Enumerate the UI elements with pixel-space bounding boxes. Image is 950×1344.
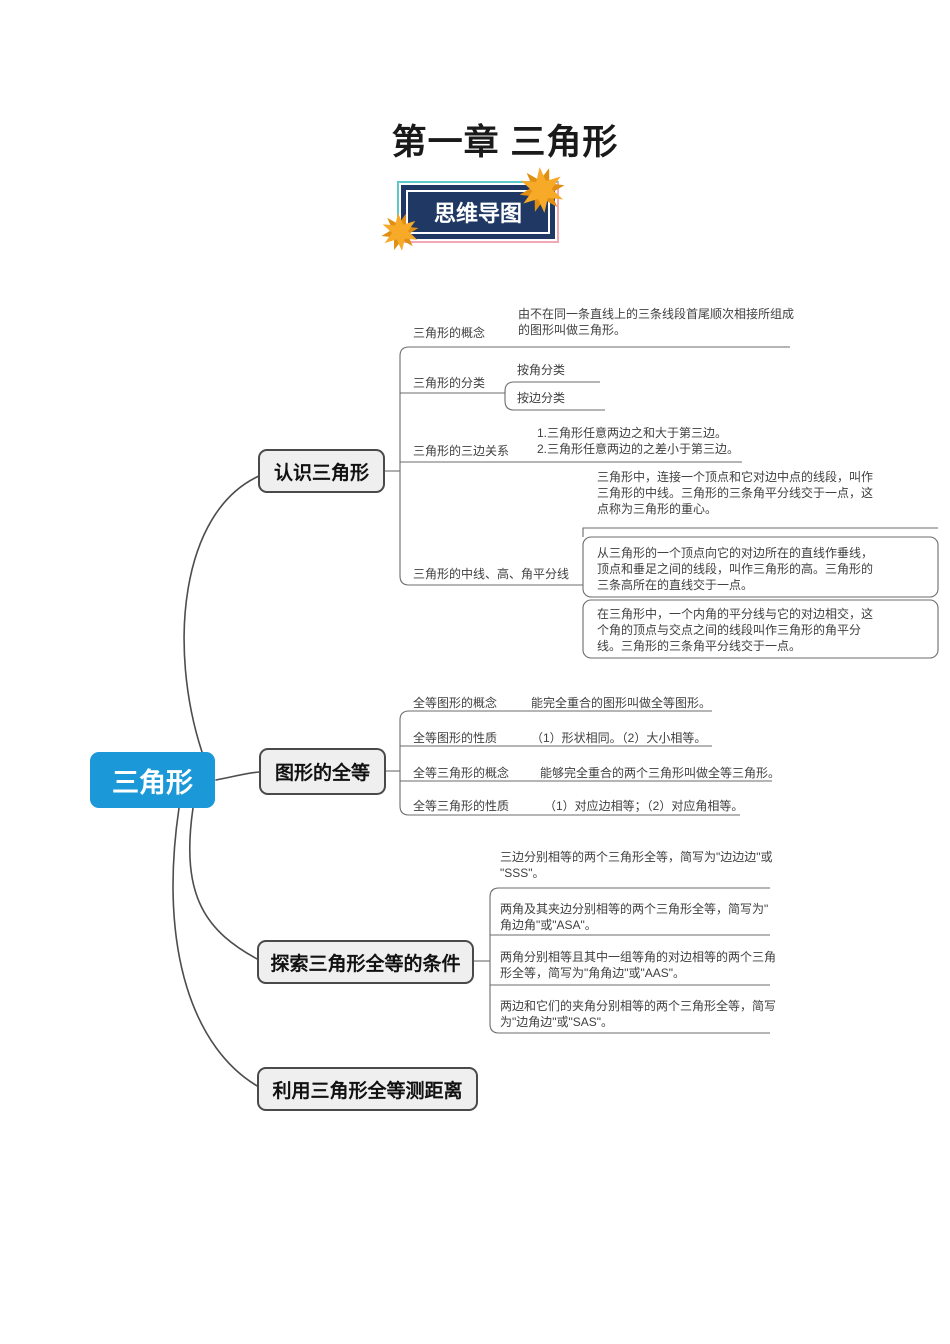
star-icon (519, 167, 565, 213)
desc-congruent-triangle-concept: 能够完全重合的两个三角形叫做全等三角形。 (540, 766, 781, 780)
mindmap-badge: 思维导图 (381, 167, 565, 251)
root-node-triangle: 三角形 (90, 752, 215, 808)
desc-altitude: 从三角形的一个顶点向它的对边所在的直线作垂线， 顶点和垂足之间的线段，叫作三角形… (597, 546, 874, 592)
label-median-altitude-bisector: 三角形的中线、高、角平分线 (413, 567, 570, 581)
desc-rule-aas: 两角分别相等且其中一组等角的对边相等的两个三角 形全等，简写为"角角边"或"AA… (500, 950, 777, 980)
desc-triangle-concept: 由不在同一条直线上的三条线段首尾顺次相接所组成 的图形叫做三角形。 (518, 307, 795, 337)
branch-node-recognize-triangle: 认识三角形 (258, 449, 385, 493)
desc-rule-sas: 两边和它们的夹角分别相等的两个三角形全等，简写 为"边角边"或"SAS"。 (500, 999, 777, 1029)
desc-three-sides-relation: 1.三角形任意两边之和大于第三边。 2.三角形任意两边的之差小于第三边。 (537, 426, 740, 456)
desc-congruent-figure-property: （1）形状相同。（2）大小相等。 (531, 731, 707, 745)
badge-navy-panel: 思维导图 (401, 185, 556, 239)
label-congruent-triangle-property: 全等三角形的性质 (413, 799, 510, 813)
label-triangle-concept: 三角形的概念 (413, 326, 486, 340)
branch-brackets (384, 346, 939, 1034)
desc-congruent-figure-concept: 能完全重合的图形叫做全等图形。 (531, 696, 712, 710)
branch-node-measure-distance: 利用三角形全等测距离 (257, 1067, 478, 1111)
desc-angle-bisector: 在三角形中，一个内角的平分线与它的对边相交，这 个角的顶点与交点之间的线段叫作三… (597, 607, 874, 653)
label-three-sides-relation: 三角形的三边关系 (413, 444, 510, 458)
desc-congruent-triangle-property: （1）对应边相等；（2）对应角相等。 (544, 799, 744, 813)
label-congruent-figure-property: 全等图形的性质 (413, 731, 498, 745)
star-icon (381, 213, 419, 251)
label-classify-by-angle: 按角分类 (517, 363, 566, 377)
badge-label: 思维导图 (406, 190, 551, 234)
desc-rule-asa: 两角及其夹边分别相等的两个三角形全等，简写为" 角边角"或"ASA"。 (500, 902, 769, 932)
branch-node-congruent-figures: 图形的全等 (259, 748, 386, 795)
desc-rule-sss: 三边分别相等的两个三角形全等，简写为"边边边"或 "SSS"。 (500, 850, 773, 880)
root-branch-curves (172, 475, 260, 1088)
label-congruent-triangle-concept: 全等三角形的概念 (413, 766, 510, 780)
branch-node-congruence-conditions: 探索三角形全等的条件 (257, 940, 474, 984)
label-classify-by-side: 按边分类 (517, 391, 566, 405)
desc-median: 三角形中，连接一个顶点和它对边中点的线段，叫作 三角形的中线。三角形的三条角平分… (597, 470, 874, 516)
page-title: 第一章 三角形 (391, 123, 619, 162)
label-triangle-classification: 三角形的分类 (413, 376, 486, 390)
label-congruent-figure-concept: 全等图形的概念 (413, 696, 498, 710)
